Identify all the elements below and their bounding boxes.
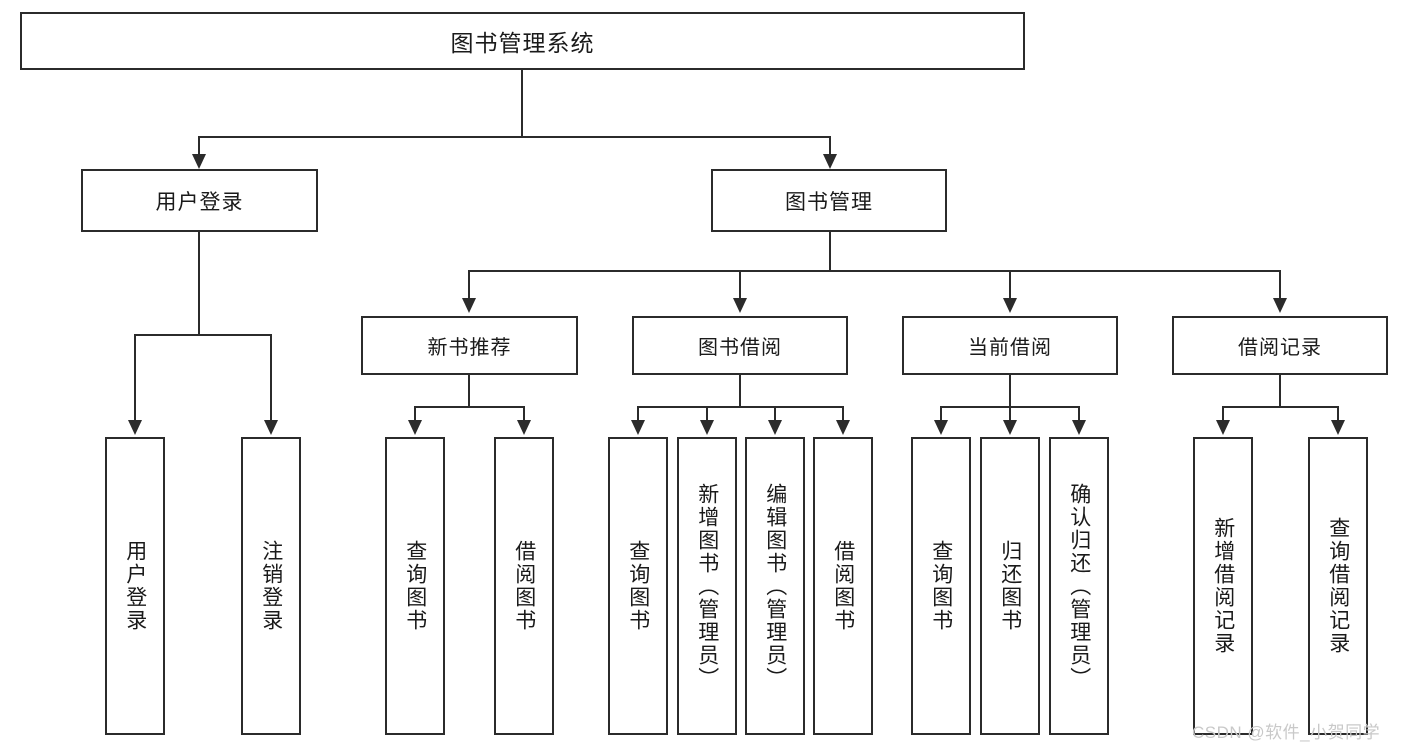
node-new-book-recommend[interactable]: 新书推荐: [361, 316, 578, 375]
edge-new-book-stem: [468, 375, 470, 408]
node-label: 查询图书: [626, 540, 650, 632]
leaf-borrow-query-book[interactable]: 查询图书: [608, 437, 668, 735]
node-user-login[interactable]: 用户登录: [81, 169, 318, 232]
node-label: 查询图书: [929, 540, 953, 632]
leaf-record-add-borrow-record[interactable]: 新增借阅记录: [1193, 437, 1253, 735]
edge-root-to-user-login: [198, 136, 200, 158]
edge-book-borrow-drop-3: [774, 406, 776, 422]
edge-borrow-record-bus: [1222, 406, 1339, 408]
leaf-current-query-book[interactable]: 查询图书: [911, 437, 971, 735]
node-current-borrow[interactable]: 当前借阅: [902, 316, 1118, 375]
leaf-recommend-query-book[interactable]: 查询图书: [385, 437, 445, 735]
leaf-user-logout[interactable]: 注销登录: [241, 437, 301, 735]
edge-root-stem: [521, 70, 523, 137]
edge-book-manage-drop-4: [1279, 270, 1281, 300]
node-label: 借阅图书: [831, 540, 855, 632]
arrow-to-current-borrow: [1003, 298, 1017, 313]
edge-user-login-drop-2: [270, 334, 272, 422]
node-root-system[interactable]: 图书管理系统: [20, 12, 1025, 70]
edge-book-manage-drop-1: [468, 270, 470, 300]
node-label: 当前借阅: [968, 337, 1052, 359]
node-borrow-record[interactable]: 借阅记录: [1172, 316, 1388, 375]
leaf-borrow-borrow-book[interactable]: 借阅图书: [813, 437, 873, 735]
leaf-borrow-edit-book-admin[interactable]: 编辑图书（管理员）: [745, 437, 805, 735]
arrow-book-borrow-leaf-3: [768, 420, 782, 435]
edge-root-bus: [198, 136, 830, 138]
leaf-user-login[interactable]: 用户登录: [105, 437, 165, 735]
leaf-record-query-borrow-record[interactable]: 查询借阅记录: [1308, 437, 1368, 735]
leaf-recommend-borrow-book[interactable]: 借阅图书: [494, 437, 554, 735]
edge-new-book-drop-1: [414, 406, 416, 422]
edge-root-to-book-manage: [829, 136, 831, 158]
edge-borrow-record-stem: [1279, 375, 1281, 408]
node-book-borrow[interactable]: 图书借阅: [632, 316, 848, 375]
edge-borrow-record-drop-1: [1222, 406, 1224, 422]
node-label: 图书借阅: [698, 337, 782, 359]
edge-new-book-bus: [414, 406, 525, 408]
arrow-borrow-record-leaf-2: [1331, 420, 1345, 435]
node-label: 借阅图书: [512, 540, 536, 632]
arrow-to-new-book-recommend: [462, 298, 476, 313]
edge-user-login-bus: [134, 334, 272, 336]
edge-user-login-drop-1: [134, 334, 136, 422]
edge-book-borrow-bus: [637, 406, 844, 408]
node-label: 新书推荐: [427, 337, 512, 359]
edge-book-borrow-stem: [739, 375, 741, 408]
edge-book-borrow-drop-4: [842, 406, 844, 422]
edge-current-borrow-drop-3: [1078, 406, 1080, 422]
node-label: 查询借阅记录: [1326, 517, 1350, 655]
edge-book-manage-drop-3: [1009, 270, 1011, 300]
edge-book-manage-stem: [829, 232, 831, 271]
node-label: 确认归还（管理员）: [1067, 482, 1091, 690]
arrow-to-book-manage: [823, 154, 837, 169]
edge-book-borrow-drop-2: [706, 406, 708, 422]
node-label: 注销登录: [259, 540, 283, 632]
arrow-current-borrow-leaf-3: [1072, 420, 1086, 435]
arrow-new-book-leaf-1: [408, 420, 422, 435]
edge-book-manage-bus: [468, 270, 1280, 272]
node-label: 图书管理系统: [450, 30, 595, 56]
edge-user-login-stem: [198, 232, 200, 335]
edge-new-book-drop-2: [523, 406, 525, 422]
arrow-new-book-leaf-2: [517, 420, 531, 435]
node-book-management[interactable]: 图书管理: [711, 169, 947, 232]
arrow-borrow-record-leaf-1: [1216, 420, 1230, 435]
csdn-watermark: CSDN @软件_小贺同学: [1192, 723, 1381, 742]
edge-current-borrow-stem: [1009, 375, 1011, 408]
node-label: 新增图书（管理员）: [695, 482, 719, 690]
node-label: 用户登录: [155, 190, 244, 214]
node-label: 新增借阅记录: [1211, 517, 1235, 655]
leaf-borrow-add-book-admin[interactable]: 新增图书（管理员）: [677, 437, 737, 735]
node-label: 用户登录: [123, 540, 147, 632]
edge-book-manage-drop-2: [739, 270, 741, 300]
edge-book-borrow-drop-1: [637, 406, 639, 422]
arrow-to-book-borrow: [733, 298, 747, 313]
node-label: 归还图书: [998, 540, 1022, 632]
arrow-user-login-leaf-2: [264, 420, 278, 435]
arrow-user-login-leaf-1: [128, 420, 142, 435]
arrow-to-borrow-record: [1273, 298, 1287, 313]
node-label: 编辑图书（管理员）: [763, 482, 787, 690]
edge-borrow-record-drop-2: [1337, 406, 1339, 422]
node-label: 查询图书: [403, 540, 427, 632]
node-label: 图书管理: [785, 190, 873, 214]
arrow-book-borrow-leaf-4: [836, 420, 850, 435]
node-label: 借阅记录: [1238, 337, 1322, 359]
leaf-current-return-book[interactable]: 归还图书: [980, 437, 1040, 735]
arrow-current-borrow-leaf-2: [1003, 420, 1017, 435]
edge-current-borrow-drop-2: [1009, 406, 1011, 422]
leaf-current-confirm-return-admin[interactable]: 确认归还（管理员）: [1049, 437, 1109, 735]
arrow-book-borrow-leaf-2: [700, 420, 714, 435]
arrow-to-user-login: [192, 154, 206, 169]
edge-current-borrow-drop-1: [940, 406, 942, 422]
arrow-book-borrow-leaf-1: [631, 420, 645, 435]
arrow-current-borrow-leaf-1: [934, 420, 948, 435]
